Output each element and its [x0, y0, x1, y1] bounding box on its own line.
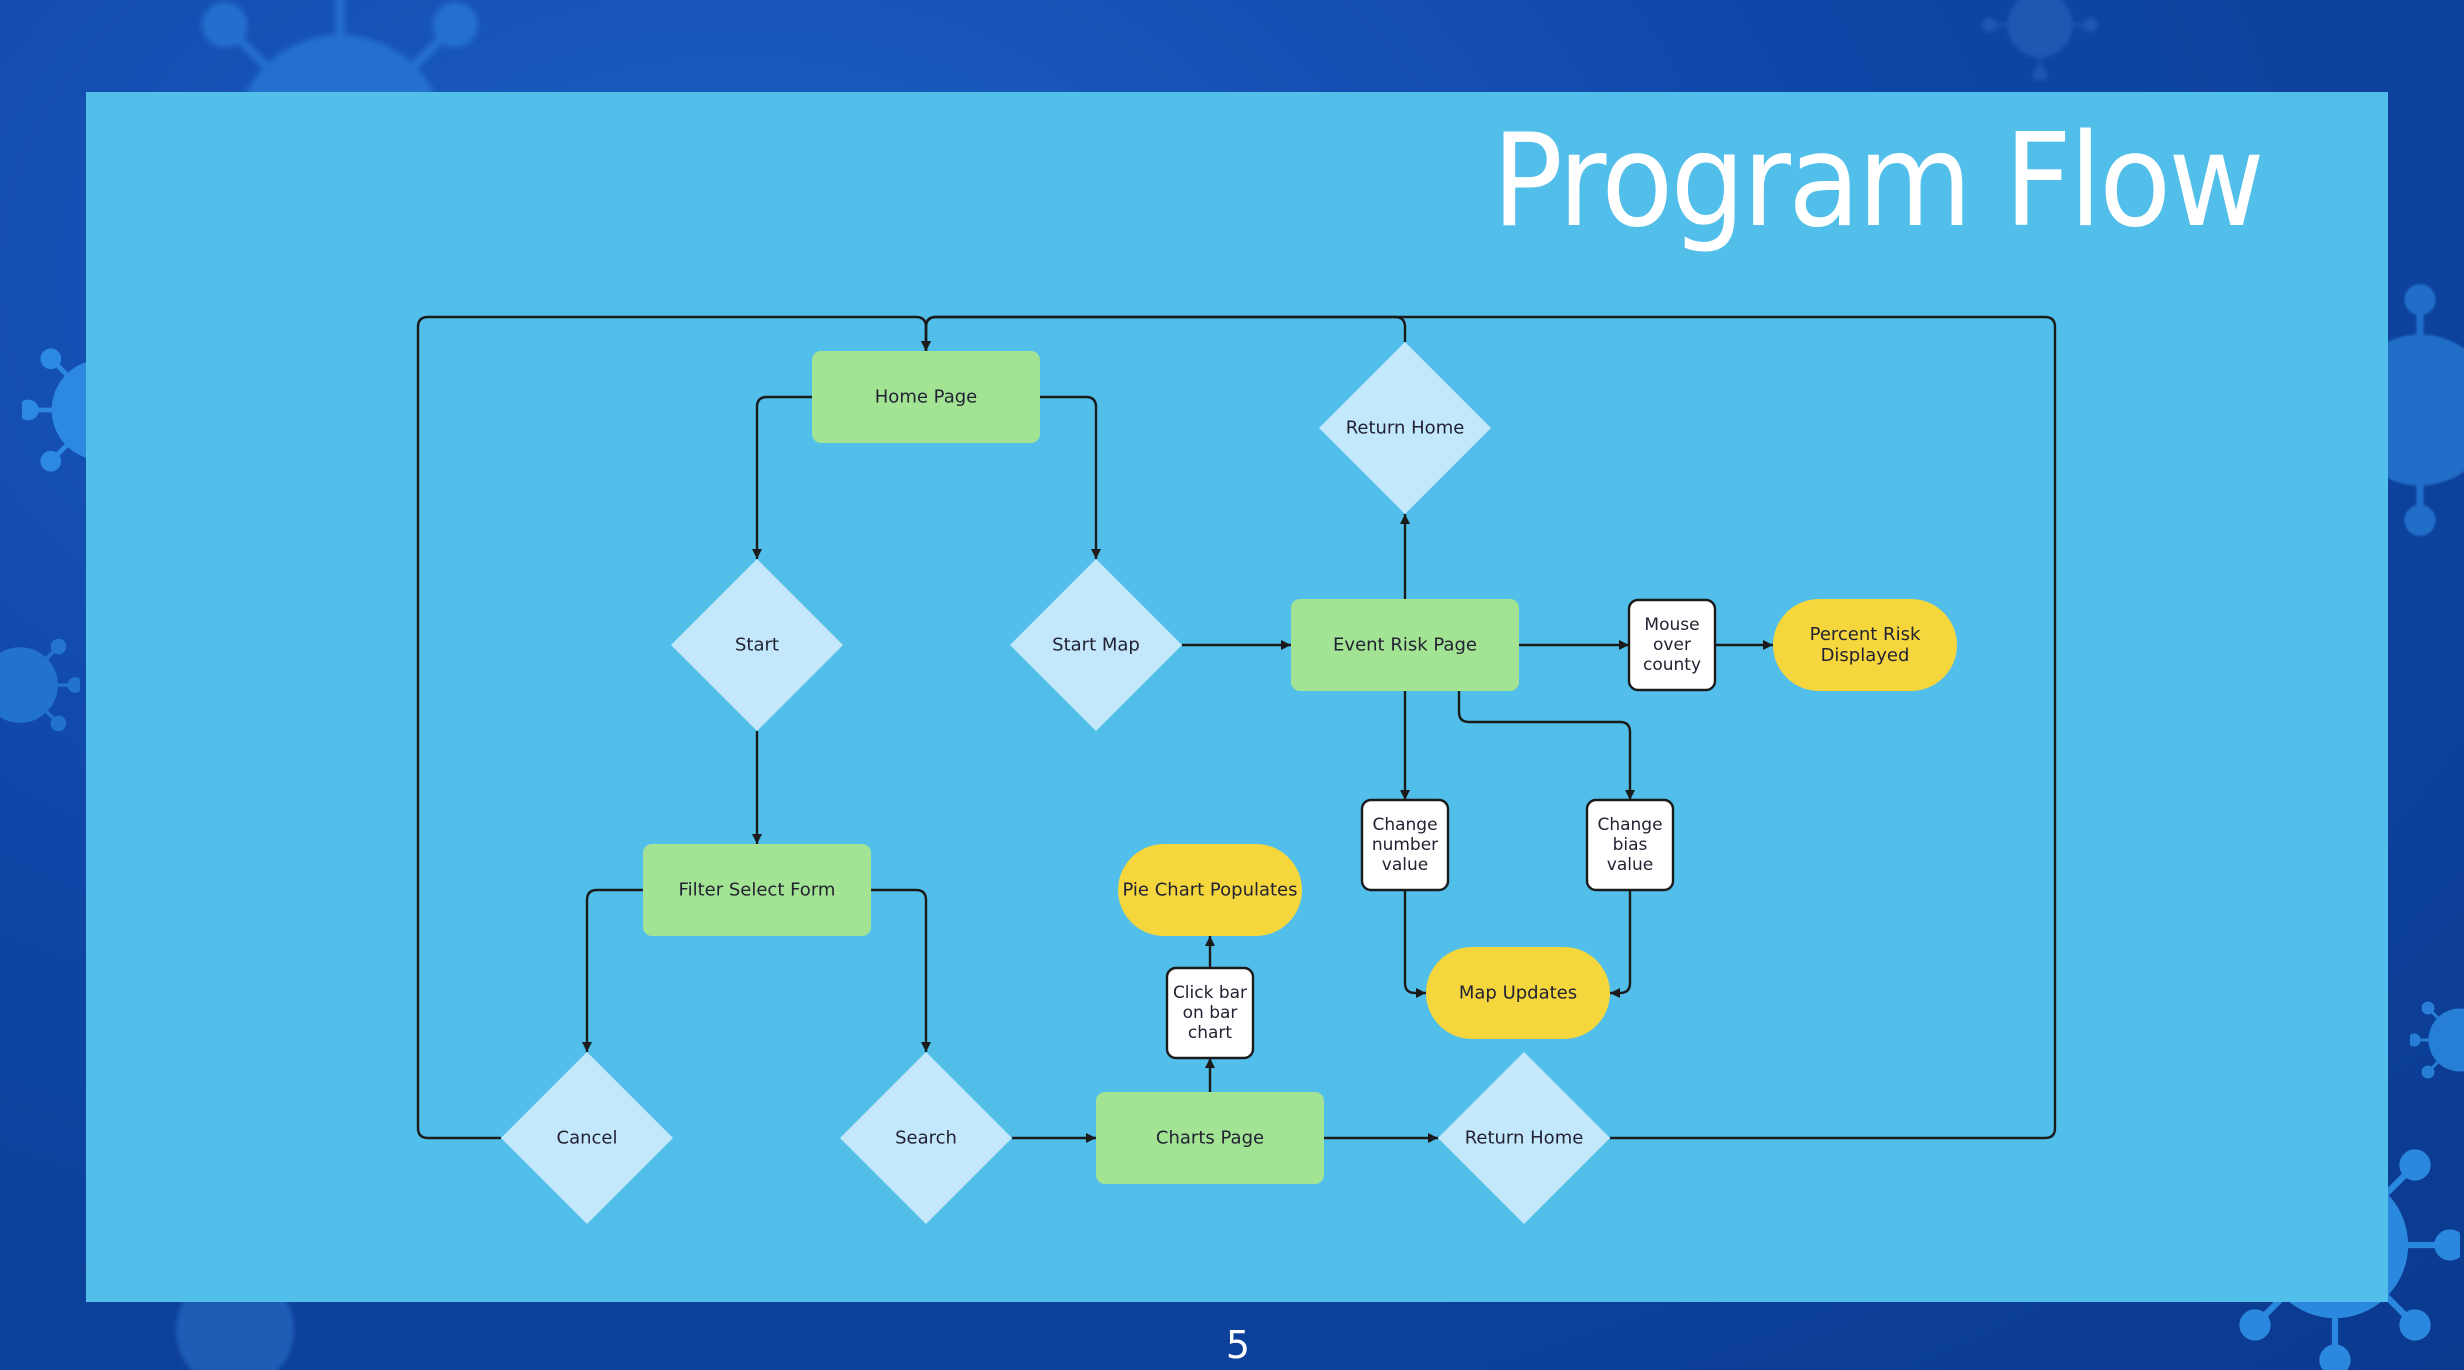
- node-return-home-bottom: Return Home: [1438, 1052, 1610, 1224]
- node-shape: [1096, 1092, 1324, 1184]
- connector-event-risk-page-to-change-bias: [1457, 691, 1635, 800]
- node-label: Search: [895, 1128, 957, 1149]
- node-shape: [1165, 966, 1255, 1060]
- virus-icon: [0, 638, 80, 732]
- node-shape: [1010, 559, 1182, 731]
- connector-home-page-to-start-map: [1040, 395, 1101, 559]
- node-label: Return Home: [1346, 418, 1465, 439]
- node-label: Displayed: [1821, 645, 1910, 666]
- node-start: Start: [671, 559, 843, 731]
- node-label: Home Page: [875, 387, 977, 408]
- node-shape: [1360, 798, 1450, 892]
- node-pie-chart: Pie Chart Populates: [1118, 844, 1302, 936]
- node-label: over: [1653, 635, 1691, 655]
- node-shape: [671, 559, 843, 731]
- node-label: Percent Risk: [1810, 624, 1921, 645]
- connector-return-home-top-to-home-page: [921, 315, 1407, 351]
- node-search: Search: [840, 1052, 1012, 1224]
- node-shape: [1319, 342, 1491, 514]
- node-label: Cancel: [557, 1128, 618, 1149]
- node-label: Start Map: [1052, 635, 1140, 656]
- node-label: Return Home: [1465, 1128, 1584, 1149]
- node-label: Change: [1372, 815, 1437, 835]
- node-shape: [1438, 1052, 1610, 1224]
- connector-change-bias-to-map-updates: [1610, 890, 1632, 998]
- node-filter-select-form: Filter Select Form: [643, 844, 871, 936]
- node-shape: [1585, 798, 1675, 892]
- node-label: number: [1372, 835, 1438, 855]
- node-cancel: Cancel: [501, 1052, 673, 1224]
- node-label: Pie Chart Populates: [1122, 880, 1297, 901]
- node-return-home-top: Return Home: [1319, 342, 1491, 514]
- node-label: Event Risk Page: [1333, 635, 1477, 656]
- node-label: county: [1643, 655, 1701, 675]
- node-shape: [643, 844, 871, 936]
- connectors: [416, 315, 2057, 1143]
- connector-return-home-bottom-to-home-page: [921, 315, 2057, 1140]
- node-event-risk-page: Event Risk Page: [1291, 599, 1519, 691]
- connector-home-page-to-start: [752, 395, 812, 559]
- node-shape: [1118, 844, 1302, 936]
- node-label: Mouse: [1644, 615, 1699, 635]
- node-shape: [1291, 599, 1519, 691]
- node-shape: [501, 1052, 673, 1224]
- node-shape: [1773, 599, 1957, 691]
- node-label: Start: [735, 635, 779, 656]
- node-label: chart: [1188, 1023, 1233, 1043]
- connector-cancel-to-home-page: [416, 315, 931, 1140]
- node-charts-page: Charts Page: [1096, 1092, 1324, 1184]
- node-label: Filter Select Form: [679, 880, 836, 901]
- connector-change-number-to-map-updates: [1403, 890, 1426, 998]
- node-label: value: [1607, 855, 1653, 875]
- node-shape: [812, 351, 1040, 443]
- node-shape: [840, 1052, 1012, 1224]
- virus-icon: [2410, 1001, 2464, 1079]
- node-map-updates: Map Updates: [1426, 947, 1610, 1039]
- node-label: value: [1382, 855, 1428, 875]
- node-shape: [1627, 598, 1717, 692]
- connector-filter-select-form-to-cancel: [582, 888, 643, 1052]
- virus-icon: [1982, 0, 2098, 80]
- page-number: 5: [1225, 1323, 1251, 1367]
- node-home-page: Home Page: [812, 351, 1040, 443]
- node-shape: [1426, 947, 1610, 1039]
- node-label: Map Updates: [1459, 983, 1577, 1004]
- node-start-map: Start Map: [1010, 559, 1182, 731]
- node-label: Change: [1597, 815, 1662, 835]
- node-label: Click bar: [1173, 983, 1247, 1003]
- node-label: Charts Page: [1156, 1128, 1264, 1149]
- connector-filter-select-form-to-search: [871, 888, 931, 1052]
- node-label: bias: [1613, 835, 1648, 855]
- slide-title: Program Flow: [1492, 107, 2265, 256]
- node-label: on bar: [1183, 1003, 1238, 1023]
